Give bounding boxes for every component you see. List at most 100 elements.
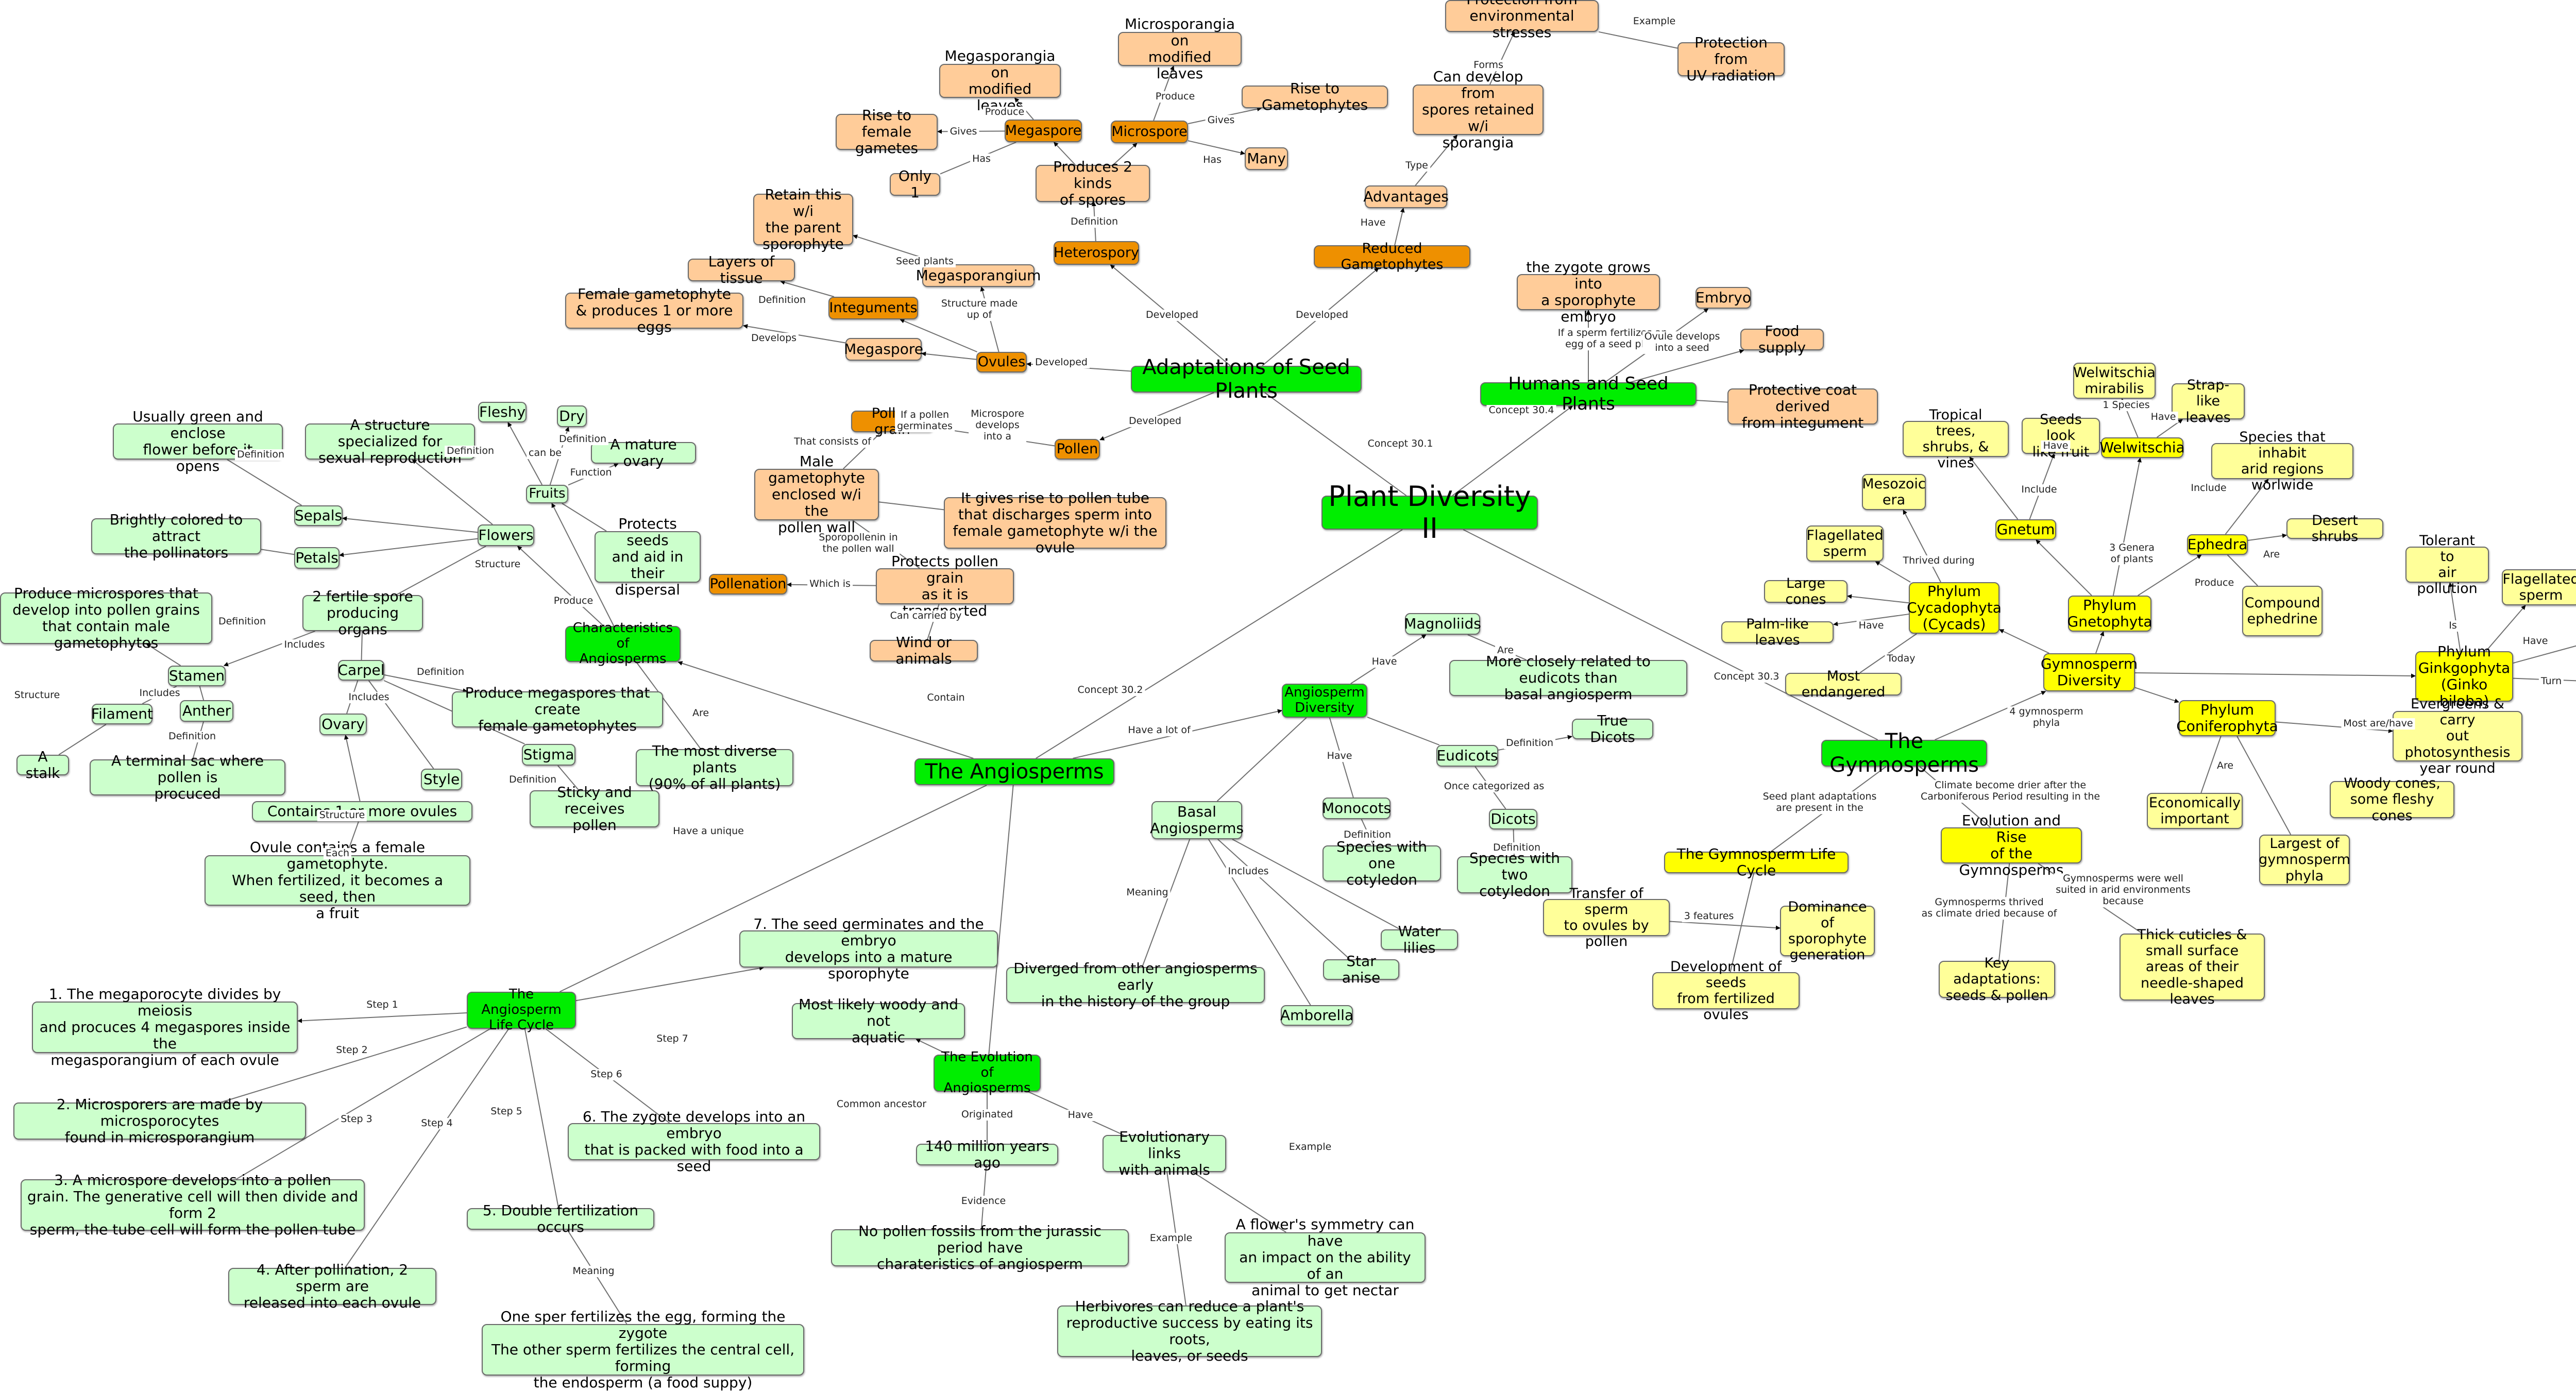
node-produce-megaspores: Produce megaspores that create female ga…: [452, 684, 663, 734]
node-adaptations: Adaptations of Seed Plants: [1131, 355, 1362, 403]
node-wind-animals: Wind or animals: [870, 634, 978, 667]
link-label-have: Have: [2520, 635, 2550, 647]
link-label-are: Are: [2214, 760, 2236, 772]
edge-protects-pollen-to-wind-animals: [926, 604, 940, 640]
edge-cycadophyta-to-palm-leaves: [1833, 614, 1909, 626]
link-label-have-unique: Have a unique: [671, 825, 746, 837]
node-ephedra: Ephedra: [2187, 534, 2248, 555]
edge-life-cycle-to-step5: [524, 1028, 560, 1209]
link-label-produce: Produce: [551, 595, 596, 607]
edge-basal-to-star-anise: [1217, 839, 1350, 960]
edge-gymno-diversity-to-gnetophyta: [2095, 631, 2105, 654]
link-label-developed: Developed: [1033, 357, 1090, 368]
edge-angiosperms-to-life-cycle: [559, 785, 987, 992]
node-flag-sperm-g: Flagellated sperm: [2502, 569, 2576, 605]
edge-angiosperms-to-characteristics: [677, 661, 974, 759]
node-step3: 3. A microspore develops into a pollen g…: [21, 1172, 365, 1238]
link-label-are: Are: [2261, 549, 2282, 561]
node-many: Many: [1245, 147, 1288, 170]
link-label-today: Today: [1885, 653, 1918, 665]
node-evol-links: Evolutionary links with animals: [1103, 1128, 1226, 1178]
link-label-type: Type: [1403, 160, 1430, 172]
node-dicots: Dicots: [1489, 809, 1537, 829]
node-most-endangered: Most endangered: [1785, 668, 1902, 700]
edge-carpel-to-produce-megaspores: [384, 674, 468, 693]
node-produces-2-kinds: Produces 2 kinds of spores: [1036, 158, 1150, 208]
node-male-gameto: Male gametophyte enclosed w/i the pollen…: [754, 453, 879, 536]
link-label-include: Include: [2019, 484, 2059, 496]
link-label-concept-304: Concept 30.4: [1486, 404, 1556, 416]
link-label-produce: Produce: [1153, 91, 1197, 103]
node-ovary: Ovary: [319, 714, 367, 735]
link-label-originated: Originated: [959, 1109, 1015, 1121]
edge-life-cycle-to-step4: [344, 1028, 510, 1268]
node-woody: Most likely woody and not aquatic: [792, 996, 965, 1046]
node-pollenation: Pollenation: [709, 574, 787, 595]
edge-stamen-to-anther: [199, 686, 205, 701]
node-econ-important: Economically important: [2147, 793, 2243, 829]
edge-cycadophyta-to-flag-sperm-c: [1875, 561, 1911, 583]
link-label-step6: Step 6: [588, 1068, 624, 1080]
link-label-can-be: can be: [527, 447, 564, 459]
node-arid-species: Species that inhabit arid regions worlwi…: [2211, 429, 2353, 493]
edge-angio-diversity-to-basal: [1216, 717, 1307, 802]
edge-ovules-to-megaspore-light: [921, 351, 977, 360]
link-label-is: Is: [2447, 620, 2459, 632]
edge-gnetophyta-to-welwitschia: [2112, 457, 2142, 596]
link-label-definition: Definition: [1341, 829, 1394, 841]
node-large-cones: Large cones: [1764, 575, 1848, 607]
edge-evol-links-to-flower-symmetry: [1193, 1172, 1286, 1233]
edge-coniferophyta-to-econ-important: [2200, 736, 2222, 793]
link-label-definition: Definition: [556, 433, 609, 445]
edge-produces-2-kinds-to-megaspore-dark: [1053, 142, 1076, 165]
edge-humans-to-food-supply: [1630, 349, 1744, 383]
node-ginkgophyta: Phylum Ginkgophyta (Ginko biloba): [2415, 643, 2513, 709]
node-sticky: Sticky and receives pollen: [530, 784, 659, 834]
node-desert-shrubs: Desert shrubs: [2286, 513, 2383, 545]
node-water-lilies: Water lilies: [1381, 923, 1458, 956]
node-largest-phyla: Largest of gymnosperm phyla: [2259, 835, 2350, 885]
edge-root-to-angiosperms: [1036, 529, 1403, 759]
link-label-have: Have: [1065, 1109, 1095, 1121]
node-reduced-gameto: Reduced Gametophytes: [1314, 241, 1470, 273]
edge-flowers-to-sepals: [342, 516, 478, 533]
link-label-definition: Definition: [506, 774, 559, 786]
node-only-1: Only 1: [890, 167, 940, 201]
link-label-includes: Includes: [282, 639, 327, 651]
link-label-sporopollenin: Sporopollenin in the pollen wall: [817, 532, 900, 555]
node-most-diverse: The most diverse plants (90% of all plan…: [636, 742, 793, 792]
node-evolution-rise: Evolution and Rise of the Gymnosperms: [1941, 812, 2082, 878]
node-megaspore-dark: Megaspore: [1005, 120, 1082, 142]
node-microspore: Microspore: [1111, 121, 1188, 143]
node-welw-mirabilis: Welwitschia mirabilis: [2073, 363, 2156, 399]
node-gnetophyta: Phylum Gnetophyta: [2067, 596, 2153, 632]
node-flower-symmetry: A flower's symmetry can have an impact o…: [1225, 1216, 1426, 1299]
node-step1: 1. The megaporocyte divides by meiosis a…: [32, 986, 298, 1068]
edge-ovules-to-integuments: [900, 319, 977, 352]
link-label-definition: Definition: [234, 449, 287, 461]
edge-cycadophyta-to-large-cones: [1847, 594, 1909, 604]
link-label-example: Example: [1147, 1232, 1195, 1244]
edge-angiosperms-to-evolution: [988, 785, 1014, 1055]
node-monocots: Monocots: [1322, 798, 1391, 819]
link-label-if-pollen: If a pollen germinates: [895, 409, 955, 432]
node-layers-tissue: Layers of tissue: [688, 253, 795, 286]
edge-reduced-gameto-to-advantages: [1394, 208, 1405, 246]
edge-pollen-grain-to-male-gameto: [843, 432, 882, 469]
node-eudicots: Eudicots: [1436, 745, 1498, 767]
node-million-years: 140 million years ago: [916, 1138, 1058, 1171]
link-label-definition: Definition: [166, 731, 218, 742]
node-protects-seeds: Protects seeds and aid in their dispersa…: [595, 515, 701, 598]
link-label-seed-plant-adapt: Seed plant adaptations are present in th…: [1760, 791, 1879, 814]
node-megasporangium: Megasporangium: [916, 264, 1041, 287]
node-rise-gameto: Rise to Gametophytes: [1242, 80, 1388, 113]
node-gnetum: Gnetum: [1995, 519, 2056, 540]
node-gymno-life-cycle: The Gymnosperm Life Cycle: [1664, 845, 1849, 879]
node-thick-cuticles: Thick cuticles & small surface areas of …: [2120, 927, 2265, 1007]
node-step7: 7. The seed germinates and the embryo de…: [739, 915, 998, 982]
link-label-example: Example: [1631, 15, 1678, 27]
edge-humans-to-protective-coat: [1696, 400, 1728, 403]
link-label-step4: Step 4: [419, 1117, 455, 1129]
node-tolerant: Tolerant to air pollution: [2405, 533, 2489, 597]
